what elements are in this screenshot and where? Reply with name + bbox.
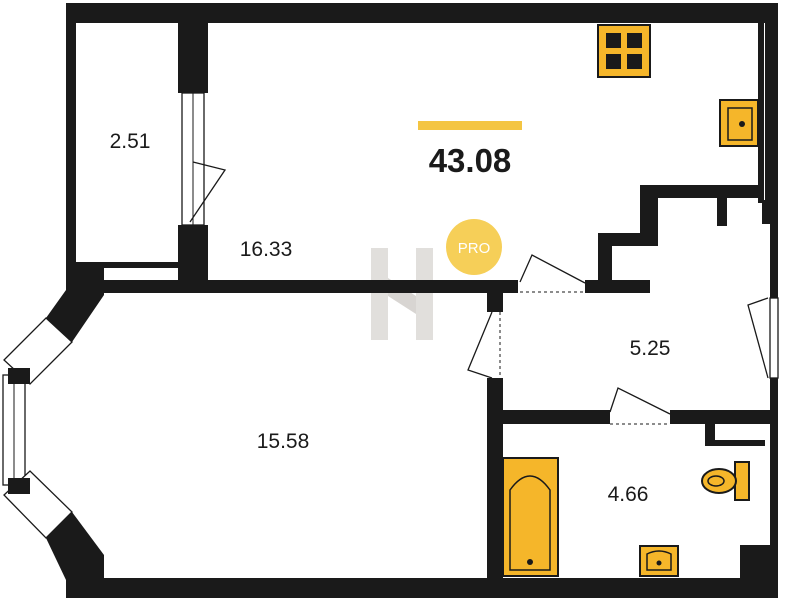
bathtub-icon [502, 457, 559, 577]
pro-badge: PRO [446, 219, 502, 275]
room-area-kitchen-living: 16.33 [240, 238, 293, 261]
total-area-value: 43.08 [429, 142, 512, 179]
room-area-loggia: 2.51 [110, 130, 151, 153]
pro-badge-label: PRO [458, 240, 491, 257]
h-logo-icon [371, 248, 433, 340]
windows [2, 92, 779, 539]
walls [46, 3, 778, 598]
room-area-bathroom: 4.66 [608, 483, 649, 506]
total-area-accent-bar [418, 121, 522, 130]
washbasin-icon [639, 545, 679, 577]
stove-icon [597, 24, 651, 78]
doors [189, 161, 769, 425]
room-area-hallway: 5.25 [630, 337, 671, 360]
kitchen-sink-icon [719, 99, 759, 147]
toilet-icon [701, 461, 750, 501]
room-area-bedroom: 15.58 [257, 430, 310, 453]
